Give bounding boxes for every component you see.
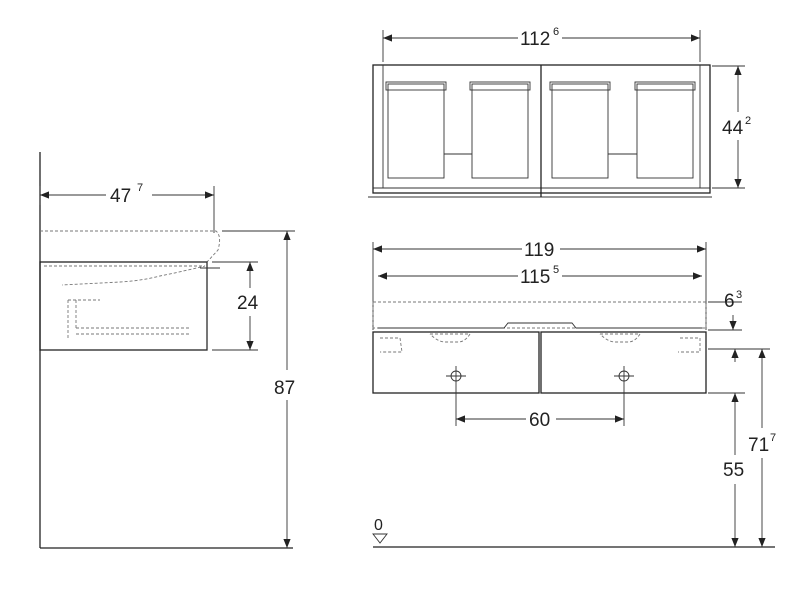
top-compartment-4	[636, 83, 694, 179]
front-drawer-right	[540, 331, 707, 394]
side-washbasin-bowl	[44, 265, 206, 286]
side-cabinet	[39, 261, 208, 351]
side-view: 47 7 24 87	[39, 152, 295, 549]
handle-marker-right-icon	[614, 366, 634, 386]
front-top-height-label: 6	[724, 291, 735, 312]
front-siphon-left	[380, 333, 471, 353]
top-width-label-sup: 6	[553, 26, 559, 38]
floor-level-label: 0	[374, 517, 383, 534]
top-view: 112 6 44 2	[368, 26, 751, 198]
side-washbasin-outline	[40, 230, 221, 263]
front-width-label: 119	[524, 240, 554, 261]
side-drawer-height-label: 24	[237, 293, 259, 314]
side-total-height-label: 87	[274, 378, 295, 399]
side-depth-label: 47	[110, 186, 131, 207]
front-top-height-label-sup: 3	[736, 289, 742, 301]
top-depth-label: 44	[722, 118, 744, 139]
handle-marker-left-icon	[446, 366, 466, 386]
front-total-height-label: 71	[748, 435, 769, 456]
top-compartment-1	[387, 83, 445, 179]
top-compartment-4-lid	[634, 81, 696, 91]
top-compartment-3	[551, 83, 609, 179]
front-total-height-label-sup: 7	[770, 432, 776, 444]
front-siphon-right	[599, 333, 701, 353]
side-depth-label-sup: 7	[137, 182, 143, 194]
front-inner-width-label-sup: 5	[553, 264, 559, 276]
front-handle-spacing-label: 60	[529, 410, 550, 431]
top-compartment-3-lid	[549, 81, 611, 91]
front-washbasin-bottom	[378, 322, 702, 329]
floor-level-triangle-icon	[372, 533, 388, 544]
front-mount-height-label: 55	[723, 460, 744, 481]
side-siphon	[67, 299, 190, 340]
front-inner-width-label: 115	[520, 267, 550, 288]
front-washbasin	[372, 301, 707, 329]
top-compartment-2	[471, 83, 529, 179]
top-compartment-1-lid	[385, 81, 447, 91]
front-view: 119 115 5 6 3	[372, 240, 776, 548]
top-width-label: 112	[520, 29, 550, 50]
top-depth-label-sup: 2	[745, 115, 751, 127]
top-compartment-2-lid	[469, 81, 531, 91]
